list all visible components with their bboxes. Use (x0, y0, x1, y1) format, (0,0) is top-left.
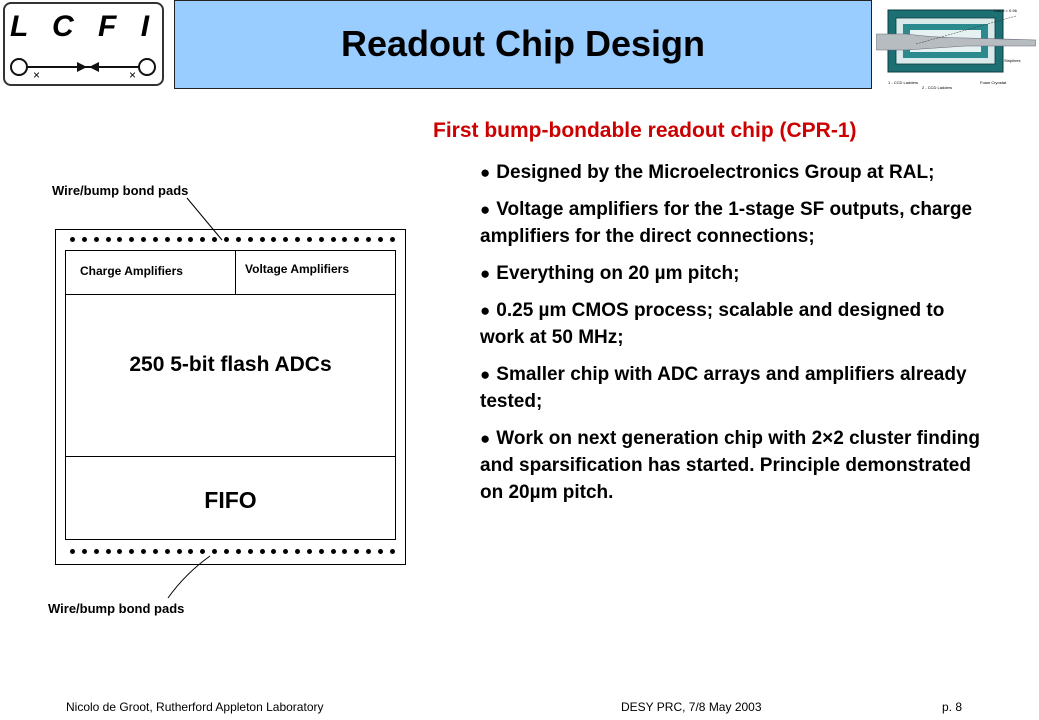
bond-pad (70, 549, 75, 554)
bond-pad (318, 549, 324, 554)
footer-author: Nicolo de Groot, Rutherford Appleton Lab… (66, 700, 324, 714)
bond-pad (117, 549, 123, 554)
bond-pad (188, 549, 194, 554)
bullet-item: Smaller chip with ADC arrays and amplifi… (480, 361, 985, 415)
bond-pad (283, 237, 289, 242)
chip-outline (55, 229, 406, 565)
bullet-item: Work on next generation chip with 2×2 cl… (480, 425, 985, 506)
logo-emblem-icon: × × (10, 58, 156, 82)
bond-pad (81, 549, 87, 554)
bullet-item: Voltage amplifiers for the 1-stage SF ou… (480, 196, 985, 250)
bond-pad (247, 549, 253, 554)
bond-pad (70, 237, 75, 242)
charge-amplifiers-block (65, 250, 236, 295)
bond-pad (93, 549, 99, 554)
ccd-ladders-1-label: 1 - CCD Ladders (888, 80, 918, 85)
bond-pad (164, 237, 170, 242)
bond-pad (259, 549, 265, 554)
title-banner: Readout Chip Design (174, 0, 872, 89)
bond-pad (377, 549, 383, 554)
bullet-item: 0.25 µm CMOS process; scalable and desig… (480, 297, 985, 351)
bond-pad (129, 237, 135, 242)
bond-pad (129, 549, 135, 554)
bond-pad (223, 237, 229, 242)
bond-pad (141, 549, 147, 554)
bond-pad (176, 549, 182, 554)
bond-pad (366, 549, 372, 554)
voltage-amplifiers-block (236, 250, 396, 295)
fifo-block-label: FIFO (204, 487, 257, 513)
bond-pad (354, 549, 360, 554)
bond-pad (389, 237, 395, 242)
bond-pad (200, 549, 206, 554)
foam-cryostat-label: Foam Cryostat (980, 80, 1007, 85)
bond-pad (389, 549, 395, 554)
bond-pad (271, 237, 277, 242)
bullet-list: Designed by the Microelectronics Group a… (480, 159, 985, 516)
bond-pad (247, 237, 253, 242)
bond-pad (152, 237, 158, 242)
bullet-item: Everything on 20 µm pitch; (480, 260, 985, 287)
bond-pad (152, 549, 158, 554)
charge-amplifiers-label: Charge Amplifiers (80, 264, 183, 278)
voltage-amplifiers-label: Voltage Amplifiers (245, 262, 350, 276)
bond-pad (176, 237, 182, 242)
bond-pad (212, 237, 218, 242)
bond-pad (306, 549, 312, 554)
bond-pad (354, 237, 360, 242)
bond-pad (295, 237, 301, 242)
bond-pad (306, 237, 312, 242)
footer-event: DESY PRC, 7/8 May 2003 (621, 700, 762, 714)
svg-text:×: × (129, 68, 136, 82)
page-title: Readout Chip Design (340, 23, 705, 64)
bond-pad (212, 549, 218, 554)
vertex-detector-figure: Cos θ = 0.96 Striplines 1 - CCD Ladders … (876, 8, 1036, 90)
bond-pad (259, 237, 265, 242)
adc-fifo-divider (65, 456, 396, 457)
bond-pad (188, 237, 194, 242)
lcfi-logo: L C F I × × (3, 2, 164, 86)
chip-core (65, 250, 396, 540)
bond-pad (283, 549, 289, 554)
bond-pad (200, 237, 206, 242)
bond-pads-top-label: Wire/bump bond pads (52, 183, 189, 198)
footer-page-number: p. 8 (942, 700, 963, 714)
bond-pad (117, 237, 123, 242)
bullet-item: Designed by the Microelectronics Group a… (480, 159, 985, 186)
bond-pad (223, 549, 229, 554)
bond-pad (93, 237, 99, 242)
svg-text:×: × (33, 68, 40, 82)
bond-pad (366, 237, 372, 242)
bond-pad (330, 237, 336, 242)
bond-pad (81, 237, 87, 242)
bond-pad (164, 549, 170, 554)
bond-pad (235, 237, 241, 242)
adc-block-label: 250 5-bit flash ADCs (129, 353, 332, 376)
ccd-ladders-2-label: 2 - CCD Ladders (922, 85, 952, 90)
bond-pads-bottom-label: Wire/bump bond pads (48, 601, 185, 616)
section-subtitle: First bump-bondable readout chip (CPR-1) (433, 119, 857, 142)
bond-pad (330, 549, 336, 554)
bond-pad (377, 237, 383, 242)
bond-pad (342, 237, 348, 242)
logo-text: L C F I (9, 10, 158, 43)
bond-pad (105, 549, 111, 554)
bond-pad (235, 549, 241, 554)
bond-pad (105, 237, 111, 242)
striplines-label: Striplines (1004, 58, 1020, 63)
bond-pad (295, 549, 301, 554)
bond-pads-top-row (70, 237, 395, 243)
bond-pad (141, 237, 147, 242)
angle-label: Cos θ = 0.96 (994, 8, 1018, 13)
bond-pad (318, 237, 324, 242)
bond-pad (342, 549, 348, 554)
bond-pad (271, 549, 277, 554)
bond-pads-bottom-row (70, 549, 395, 555)
